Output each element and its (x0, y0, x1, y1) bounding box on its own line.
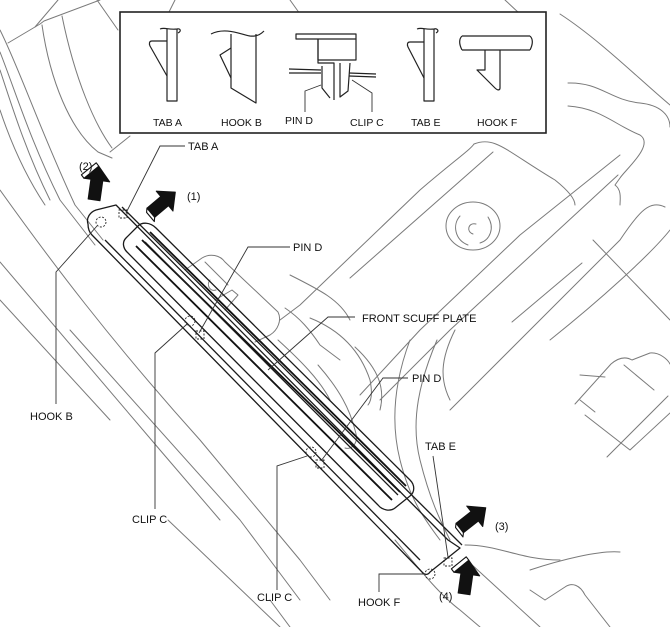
fastener-markers (95, 209, 453, 580)
arrow-step-2 (80, 162, 111, 202)
callout-tab-e: TAB E (425, 441, 456, 453)
callout-front-scuff-plate: FRONT SCUFF PLATE (362, 313, 477, 325)
hook-b-marker (95, 216, 107, 228)
callout-pin-d-lower: PIN D (412, 373, 441, 385)
inset-label-tab-a: TAB A (153, 117, 182, 129)
pin-clip-detail-drawing (288, 33, 377, 112)
step-label-4: (4) (439, 591, 452, 603)
front-scuff-plate (86, 204, 463, 576)
inset-label-pin-d: PIN D (285, 115, 313, 127)
fastener-detail-inset: TAB A HOOK B PIN D CLIP C TAB E (119, 11, 547, 134)
step-label-1: (1) (187, 191, 200, 203)
hook-b-detail-drawing (210, 30, 265, 104)
inset-label-tab-e: TAB E (411, 117, 441, 129)
pin-d-lower-marker (315, 459, 325, 469)
inset-label-clip-c: CLIP C (350, 117, 384, 129)
leader-lines (55, 145, 449, 592)
arrow-step-1 (146, 190, 176, 223)
tab-e-detail-drawing (406, 27, 439, 102)
callout-clip-c-left: CLIP C (132, 514, 167, 526)
arrow-step-4 (450, 556, 481, 596)
arrow-step-3 (454, 505, 487, 538)
callout-hook-b: HOOK B (30, 411, 73, 423)
pin-d-upper-marker (195, 330, 205, 340)
callout-tab-a: TAB A (188, 141, 219, 153)
tab-a-marker (118, 209, 128, 219)
inset-label-hook-b: HOOK B (221, 117, 262, 129)
tab-a-detail-drawing (148, 27, 181, 102)
callout-hook-f: HOOK F (358, 597, 400, 609)
inset-label-hook-f: HOOK F (477, 117, 517, 129)
hook-f-detail-drawing (459, 35, 533, 91)
step-label-2: (2) (79, 161, 92, 173)
tab-e-marker (443, 557, 453, 567)
clip-c-lower-marker (305, 446, 317, 458)
step-label-3: (3) (495, 521, 508, 533)
callout-pin-d-upper: PIN D (293, 242, 322, 254)
clip-c-upper-marker (184, 315, 196, 327)
callout-clip-c-lower: CLIP C (257, 592, 292, 604)
